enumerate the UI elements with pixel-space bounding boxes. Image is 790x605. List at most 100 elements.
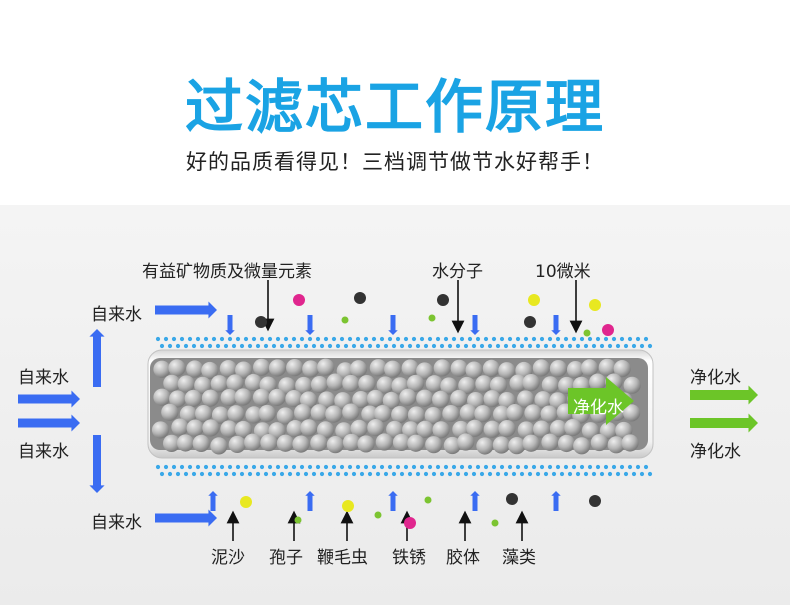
membrane-bottom xyxy=(155,464,653,477)
membrane-top-dot xyxy=(179,336,185,342)
inflow-arrow-up xyxy=(388,491,398,511)
media-ball xyxy=(532,359,550,377)
membrane-top-dot xyxy=(311,343,317,349)
membrane-bottom-dot xyxy=(599,471,605,477)
media-ball xyxy=(201,361,219,380)
media-ball xyxy=(366,389,385,408)
media-ball xyxy=(268,388,286,407)
membrane-top-dot xyxy=(379,336,385,342)
media-ball xyxy=(260,434,278,452)
membrane-top-dot xyxy=(159,343,165,349)
media-ball xyxy=(349,360,368,378)
membrane-bottom-dot xyxy=(191,471,197,477)
particle-dot xyxy=(255,316,267,328)
membrane-bottom-dot xyxy=(239,471,245,477)
pointer-arrows xyxy=(226,280,583,541)
membrane-top-dot xyxy=(319,343,325,349)
membrane-top-dot xyxy=(495,343,501,349)
inflow-arrow-down xyxy=(225,315,235,335)
membrane-top-dot xyxy=(267,336,273,342)
membrane-bottom-dot xyxy=(495,471,501,477)
membrane-bottom-dot xyxy=(343,471,349,477)
media-ball xyxy=(210,437,228,455)
label-pure-water-right-2: 净化水 xyxy=(690,442,741,462)
membrane-top-dot xyxy=(307,336,313,342)
membrane-top-dot xyxy=(631,343,637,349)
membrane-bottom-dot xyxy=(499,464,505,470)
membrane-bottom-dot xyxy=(295,471,301,477)
membrane-top-dot xyxy=(347,336,353,342)
membrane-top-dot xyxy=(439,343,445,349)
membrane-bottom-dot xyxy=(515,464,521,470)
particle-dot xyxy=(374,511,382,519)
membrane-top-dot xyxy=(635,336,641,342)
membrane-bottom-dot xyxy=(279,471,285,477)
membrane-bottom-dot xyxy=(431,471,437,477)
membrane-bottom-dot xyxy=(503,471,509,477)
membrane-bottom-dot xyxy=(359,471,365,477)
membrane-bottom-dot xyxy=(287,471,293,477)
membrane-bottom-dot xyxy=(575,471,581,477)
membrane-top-dot xyxy=(503,343,509,349)
membrane-bottom-dot xyxy=(187,464,193,470)
membrane-bottom-dot xyxy=(155,464,161,470)
membrane-top-dot xyxy=(399,343,405,349)
media-ball xyxy=(534,391,552,409)
media-ball xyxy=(564,418,582,437)
membrane-bottom-dot xyxy=(619,464,625,470)
media-ball xyxy=(219,360,237,378)
membrane-bottom-dot xyxy=(219,464,225,470)
flow-arrows xyxy=(18,301,758,527)
media-ball xyxy=(475,375,493,393)
particle-dot xyxy=(404,517,416,529)
media-ball xyxy=(613,360,631,378)
membrane-top-dot xyxy=(459,336,465,342)
media-ball xyxy=(498,419,516,438)
membrane-top-dot xyxy=(559,343,565,349)
header: 过滤芯工作原理 好的品质看得见！三档调节做节水好帮手！ xyxy=(0,0,790,205)
media-ball xyxy=(589,373,607,391)
membrane-bottom-dot xyxy=(519,471,525,477)
membrane-bottom-dot xyxy=(351,471,357,477)
membrane-bottom-dot xyxy=(443,464,449,470)
media-ball xyxy=(465,361,483,379)
membrane-bottom-dot xyxy=(263,471,269,477)
membrane-top-dot xyxy=(271,343,277,349)
inflow-arrow-up xyxy=(305,491,315,511)
membrane-bottom-dot xyxy=(395,464,401,470)
label-tap-water-left-2: 自来水 xyxy=(18,442,69,462)
media-ball xyxy=(317,358,335,376)
media-ball xyxy=(194,376,212,394)
media-ball xyxy=(522,434,540,452)
particles xyxy=(240,292,614,529)
membrane-bottom-dot xyxy=(579,464,585,470)
media-ball xyxy=(268,359,287,377)
media-ball xyxy=(541,433,559,451)
membrane-bottom-dot xyxy=(383,471,389,477)
media-ball xyxy=(171,418,189,436)
membrane-top-dot xyxy=(515,336,521,342)
membrane-bottom-dot xyxy=(379,464,385,470)
membrane-bottom-dot xyxy=(235,464,241,470)
media-ball xyxy=(474,405,492,423)
membrane-top-dot xyxy=(491,336,497,342)
membrane-top-dot xyxy=(623,343,629,349)
membrane-top-dot xyxy=(335,343,341,349)
inflow-arrow-up xyxy=(551,491,561,511)
membrane-top-dot xyxy=(359,343,365,349)
membrane-bottom-dot xyxy=(607,471,613,477)
membrane-top-dot xyxy=(547,336,553,342)
membrane-top-dot xyxy=(499,336,505,342)
media-ball xyxy=(524,404,542,422)
inflow-arrow-down xyxy=(551,315,561,335)
media-ball xyxy=(522,374,540,392)
media-ball xyxy=(163,374,181,392)
media-ball xyxy=(406,374,425,393)
membrane-bottom-dot xyxy=(163,464,169,470)
media-ball xyxy=(258,404,276,423)
membrane-bottom-dot xyxy=(567,471,573,477)
membrane-top-dot xyxy=(471,343,477,349)
membrane-top-dot xyxy=(351,343,357,349)
membrane-bottom-dot xyxy=(375,471,381,477)
membrane-top-dot xyxy=(483,336,489,342)
